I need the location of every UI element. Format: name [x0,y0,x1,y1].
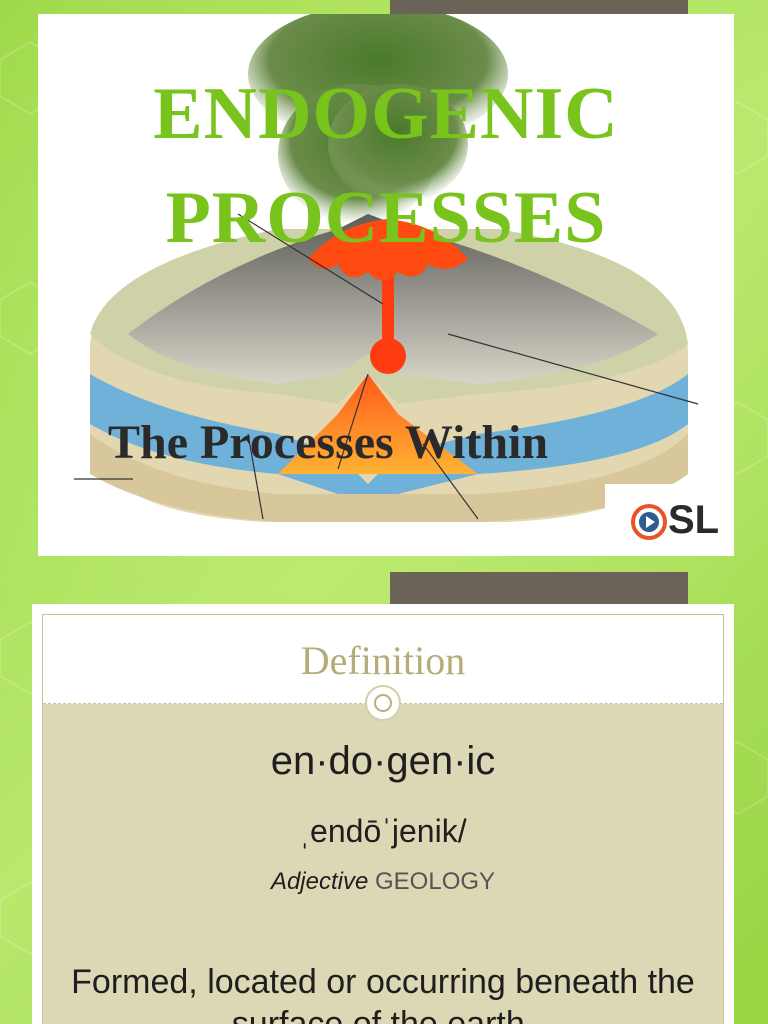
part-of-speech-line: Adjective GEOLOGY [43,867,723,897]
volcano-illustration [74,14,699,522]
definition-heading: Definition [300,638,466,683]
pronunciation: ˌendōˈjenik/ [299,813,467,849]
ring-ornament-icon [365,685,401,721]
subject-field: GEOLOGY [375,868,496,895]
title-line-1: ENDOGENIC [153,73,619,155]
subtitle: The Processes Within [108,416,549,469]
definition-slide: Definition en·do·gen·ic ˌendōˈjenik/ Adj… [32,604,734,1024]
title-slide: ENDOGENIC PROCESSES The Processes Within… [38,14,734,556]
ring-ornament-inner [374,694,392,712]
logo-badge: SL [605,484,734,556]
slide-tab-top [390,0,688,14]
title-line-2: PROCESSES [165,177,607,259]
play-logo-icon [631,504,667,540]
definition-card: Definition en·do·gen·ic ˌendōˈjenik/ Adj… [42,614,724,1024]
part-of-speech: Adjective [270,868,369,895]
definition-text: Formed, located or occurring beneath the… [71,963,695,1024]
headword: en·do·gen·ic [270,739,496,783]
slide-tab-middle [390,572,688,604]
logo-text: SL [668,498,720,542]
